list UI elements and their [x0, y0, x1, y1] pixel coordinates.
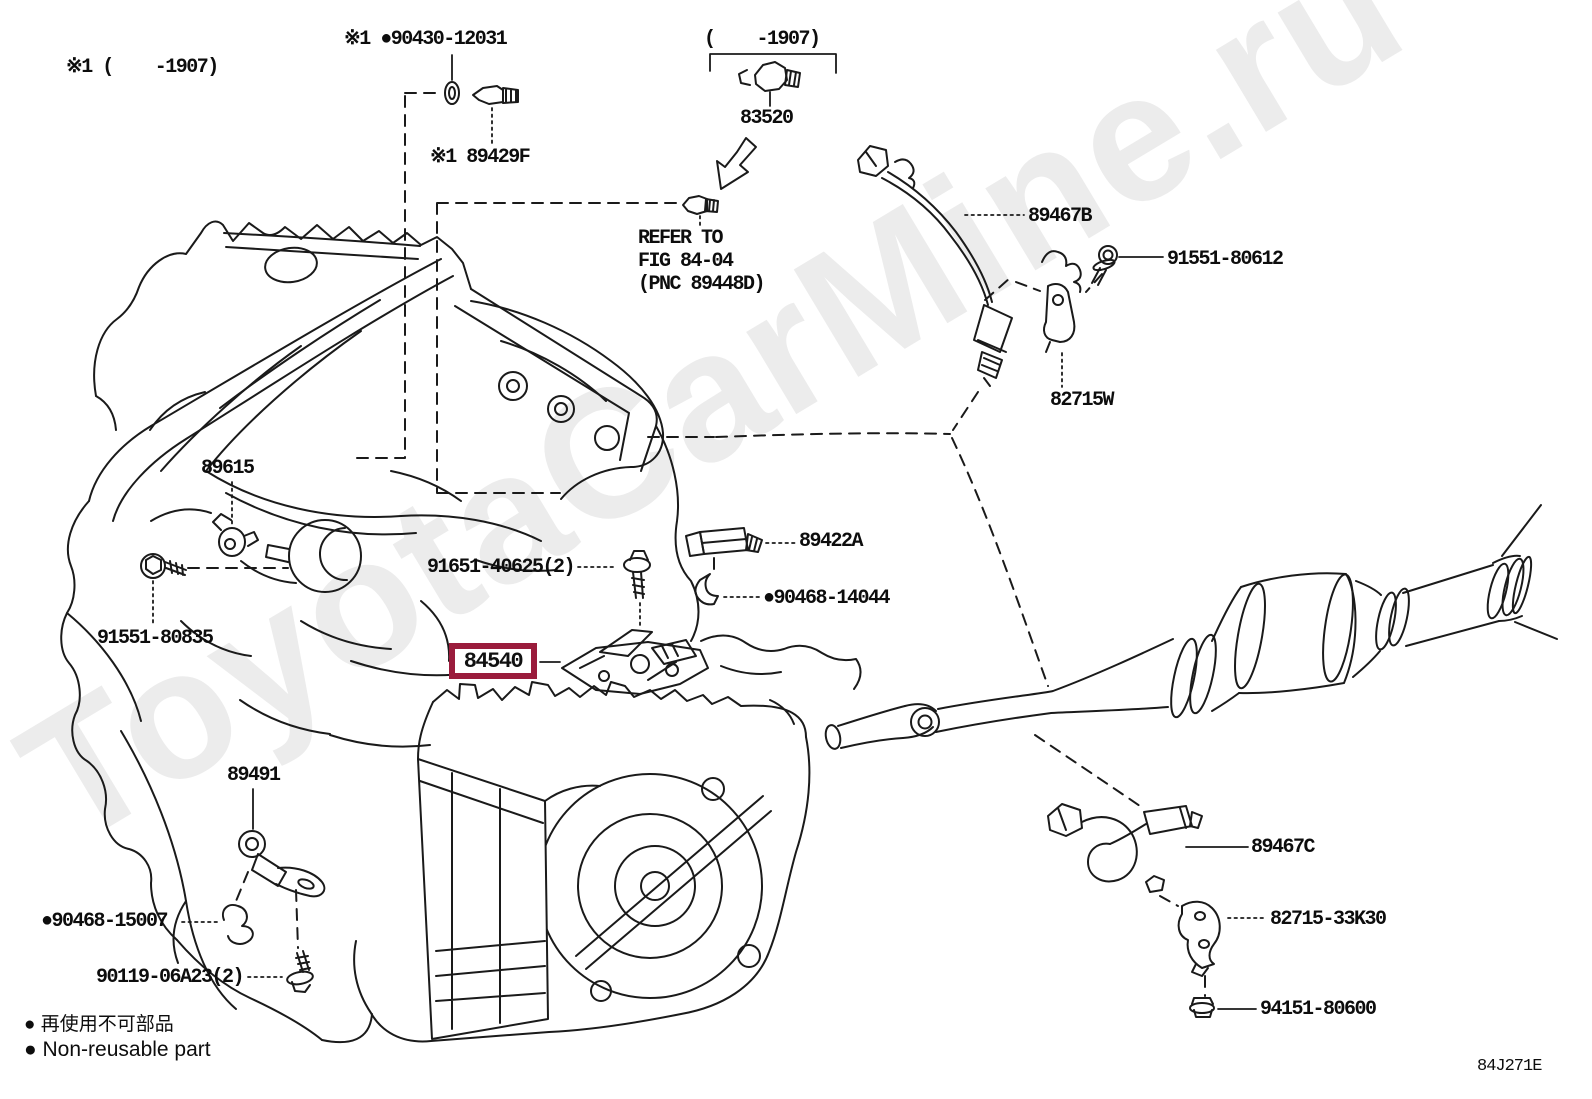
- part-label-91651-40625[interactable]: 91651-40625(2): [427, 556, 576, 579]
- legend-non-reusable-en: ● Non-reusable part: [24, 1038, 211, 1061]
- switch-83520-drawing: [738, 61, 801, 92]
- transaxle-drawing: [353, 634, 862, 1043]
- dotted-leader-lines: [152, 107, 1267, 978]
- converter-weld-ring: [1234, 582, 1266, 690]
- oxygen-sensor-89467c-drawing: [1047, 803, 1203, 893]
- part-label-90468-14044[interactable]: ●90468-14044: [763, 587, 891, 610]
- part-label-82715w[interactable]: 82715W: [1050, 389, 1115, 412]
- part-label-82715-33k30[interactable]: 82715-33K30: [1270, 908, 1387, 931]
- pipe-hanger-ring: [910, 707, 940, 737]
- part-label-91551-80612[interactable]: 91551-80612: [1167, 248, 1284, 271]
- sensor-refer-fig-drawing: [682, 195, 719, 215]
- part-label-89429f[interactable]: ※1 89429F: [430, 146, 531, 169]
- clamp-90468-15007-drawing: [222, 904, 254, 945]
- variant-note-top-left: ※1 ( -1907): [66, 56, 219, 79]
- highlighted-part-84540[interactable]: 84540: [449, 643, 537, 679]
- part-label-90430-12031[interactable]: ※1 ●90430-12031: [344, 28, 508, 51]
- bolt-91551-80835-drawing: [140, 553, 187, 579]
- part-label-94151-80600[interactable]: 94151-80600: [1260, 998, 1377, 1021]
- bolt-91551-80612-drawing: [1091, 245, 1118, 286]
- part-label-90468-15007[interactable]: ●90468-15007: [41, 910, 169, 933]
- pointer-arrow-icon: [716, 137, 757, 190]
- part-label-90119-06a23[interactable]: 90119-06A23(2): [96, 966, 245, 989]
- exhaust-pipe-drawing: [824, 504, 1558, 750]
- part-label-89467c[interactable]: 89467C: [1251, 836, 1316, 859]
- legend-non-reusable-jp: ● 再使用不可部品: [24, 1014, 174, 1035]
- part-label-89467b[interactable]: 89467B: [1028, 205, 1093, 228]
- solid-leader-lines: [252, 53, 1257, 1010]
- engine-drawing: [60, 220, 700, 1044]
- sensor-89491-drawing: [238, 830, 326, 898]
- variant-bracket-note: ( -1907): [704, 28, 821, 51]
- part-label-89615[interactable]: 89615: [201, 457, 255, 480]
- dashed-reference-lines: [187, 92, 1206, 997]
- clamp-82715w-drawing: [1041, 250, 1082, 353]
- part-label-83520[interactable]: 83520: [740, 107, 794, 130]
- part-label-89491[interactable]: 89491: [227, 764, 281, 787]
- variant-bracket-line: [709, 53, 837, 74]
- part-label-89422a[interactable]: 89422A: [799, 530, 864, 553]
- refer-to-note: REFER TO FIG 84-04 (PNC 89448D): [638, 227, 766, 296]
- gasket-90430-drawing: [444, 81, 460, 105]
- bolt-91651-40625-drawing: [623, 550, 651, 599]
- sensor-89615-drawing: [212, 513, 259, 557]
- neutral-switch-84540-drawing: [561, 629, 709, 695]
- diagram-code: 84J271E: [1477, 1057, 1542, 1076]
- part-label-91551-80835[interactable]: 91551-80835: [97, 627, 214, 650]
- oxygen-sensor-89467b-drawing: [857, 145, 1013, 387]
- clamp-90468-14044-drawing: [694, 573, 719, 606]
- sensor-89429f-drawing: [472, 85, 519, 105]
- bracket-82715-33k30-drawing: [1177, 900, 1221, 977]
- bolt-90119-06a23-drawing: [286, 950, 314, 993]
- sensor-89422a-drawing: [685, 527, 763, 557]
- nut-94151-80600-drawing: [1189, 997, 1215, 1018]
